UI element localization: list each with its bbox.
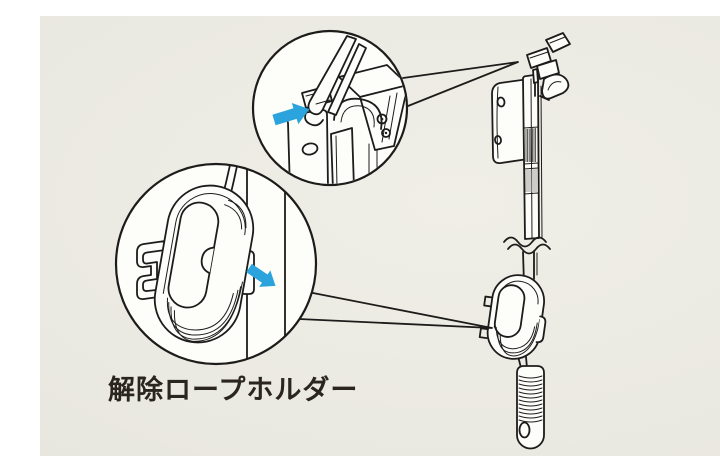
part-label: 解除ロープホルダー bbox=[108, 375, 359, 405]
holder-clip bbox=[478, 295, 494, 340]
release-strap bbox=[522, 74, 543, 240]
strap-ribbed-section bbox=[523, 167, 539, 195]
spool-inner-tab bbox=[200, 246, 215, 274]
illustration-canvas bbox=[114, 29, 571, 450]
rope-holder-detail-callout bbox=[114, 162, 318, 366]
handle-ridges bbox=[518, 375, 543, 423]
coiled-rope bbox=[166, 199, 247, 342]
instruction-illustration: 解除ロープホルダー bbox=[40, 16, 720, 456]
coiled-rope bbox=[495, 318, 541, 357]
bracket-screw-hole bbox=[496, 96, 506, 108]
holder-tab bbox=[535, 315, 547, 344]
latch-housing bbox=[333, 64, 406, 151]
pointer-arrow-icon bbox=[272, 103, 310, 126]
pointer-arrow-icon bbox=[246, 263, 276, 287]
release-device-illustration bbox=[478, 32, 571, 450]
rope-holder-spool bbox=[153, 184, 255, 344]
latch-mechanism bbox=[526, 32, 571, 101]
break-mark-icon bbox=[503, 236, 551, 255]
rope-holder-on-device bbox=[478, 274, 547, 360]
release-handle bbox=[516, 365, 545, 450]
callout-leader-top bbox=[402, 61, 519, 107]
post-hole bbox=[301, 142, 319, 156]
release-lever bbox=[304, 35, 367, 127]
handle-hole bbox=[518, 421, 531, 439]
bracket-screw-hole bbox=[494, 135, 502, 145]
strap-ribbed-section bbox=[523, 126, 539, 165]
latch-detail-callout bbox=[251, 29, 409, 187]
callout-leader-bottom bbox=[298, 292, 493, 329]
